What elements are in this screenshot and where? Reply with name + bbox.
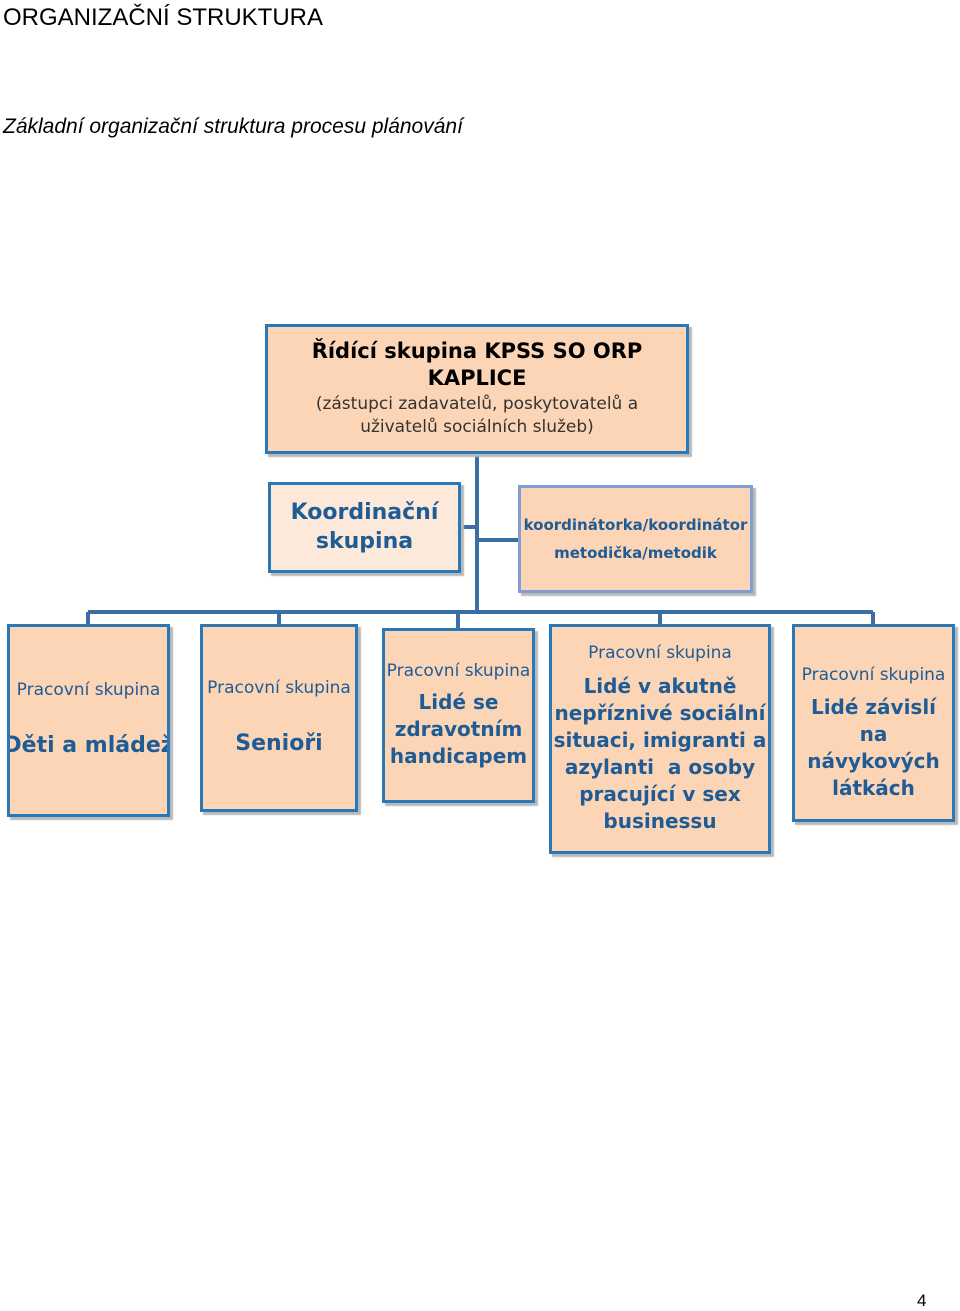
coordinator-role: koordinátorka/koordinátor (523, 515, 748, 534)
working-group-label: Pracovní skupina (386, 661, 531, 682)
page-title: ORGANIZAČNÍ STRUKTURA (3, 4, 324, 31)
working-group-name-line: Lidé závislí na (810, 695, 937, 747)
working-group-name-line: pracující v sex (579, 781, 741, 806)
working-group-addiction: Pracovní skupina Lidé závislí na návykov… (792, 624, 955, 822)
steering-group-title: Řídící skupina KPSS SO ORP KAPLICE (311, 338, 643, 391)
working-group-disabled: Pracovní skupina Lidé se zdravotním hand… (382, 628, 535, 803)
working-group-label: Pracovní skupina (588, 643, 732, 664)
page-subtitle: Základní organizační struktura procesu p… (3, 115, 463, 138)
coordination-group-title-line-1: Koordinační (290, 499, 439, 525)
coordinator-roles-box: koordinátorka/koordinátor metodička/meto… (518, 485, 753, 593)
working-group-seniors: Pracovní skupina Senioři (200, 624, 358, 812)
working-group-name-line: látkách (832, 776, 915, 801)
working-group-name: Senioři (235, 730, 323, 756)
steering-group-desc-line-2: uživatelů sociálních služeb) (360, 417, 594, 438)
working-group-label: Pracovní skupina (801, 665, 946, 685)
working-group-name-line: azylanti a osoby (564, 754, 756, 779)
working-group-name: Lidé závislí na návykových látkách (795, 694, 952, 802)
steering-group-desc-line-1: (zástupci zadavatelů, poskytovatelů a (315, 393, 639, 414)
methodologist-role: metodička/metodik (554, 544, 717, 562)
working-group-name-line: nepříznivé sociální (554, 700, 766, 725)
coordination-group-box: Koordinační skupina (268, 482, 461, 573)
working-group-name: Lidé se zdravotním handicapem (390, 689, 527, 770)
working-group-label: Pracovní skupina (207, 677, 351, 698)
working-group-name-line: situaci, imigranti a (553, 727, 767, 752)
coordination-group-title: Koordinační skupina (291, 499, 439, 556)
working-group-name-line: handicapem (389, 743, 528, 768)
coordination-group-title-line-2: skupina (315, 528, 414, 554)
page-number: 4 (917, 1291, 927, 1310)
working-group-children-youth: Pracovní skupina Děti a mládež (7, 624, 170, 817)
working-group-label: Pracovní skupina (16, 680, 161, 701)
working-group-acute-social-situation: Pracovní skupina Lidé v akutně nepřízniv… (549, 624, 771, 854)
working-group-name: Děti a mládež (7, 733, 170, 759)
working-group-name-line: návykových (807, 749, 940, 774)
working-group-name-line: Lidé v akutně (583, 673, 737, 698)
working-group-name-line: zdravotním (394, 716, 523, 741)
steering-group-box: Řídící skupina KPSS SO ORP KAPLICE (zást… (265, 324, 689, 454)
working-group-name: Lidé v akutně nepříznivé sociální situac… (554, 673, 767, 835)
working-group-name-line: businessu (603, 808, 717, 833)
working-group-name-line: Lidé se (418, 689, 499, 714)
